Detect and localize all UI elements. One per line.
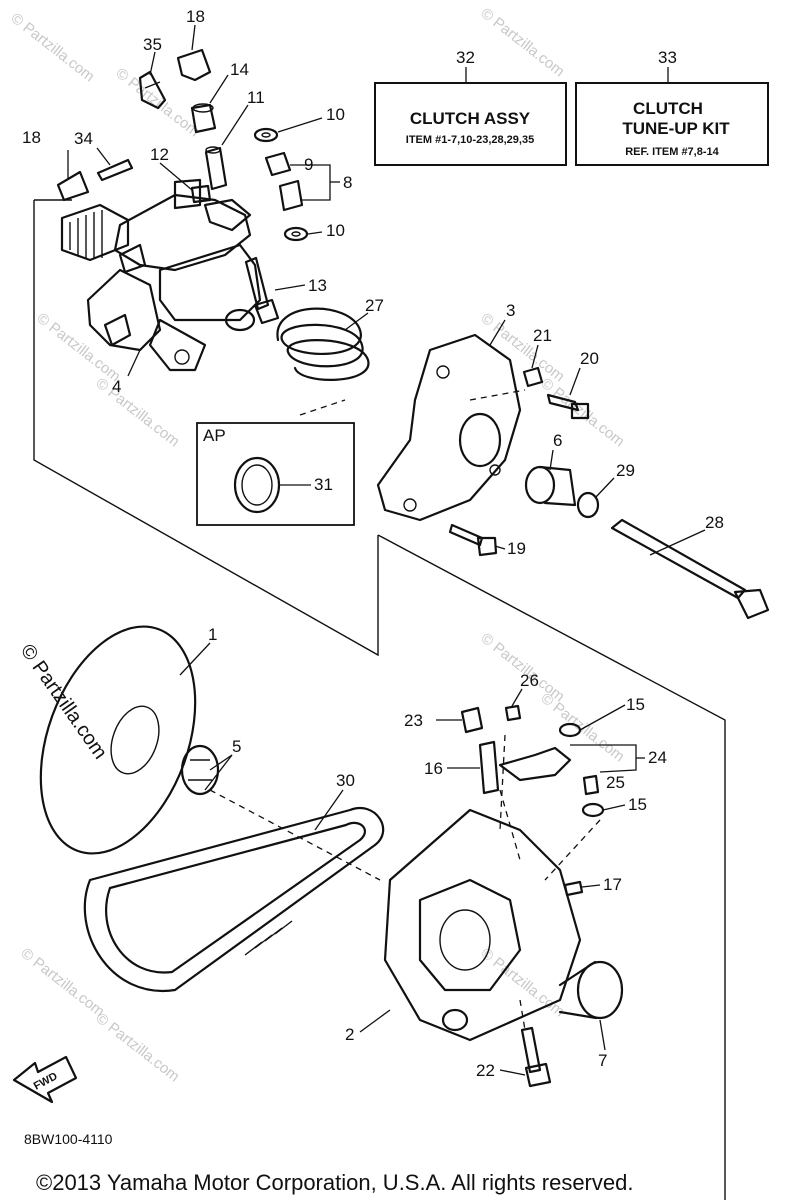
callout-1: 1 xyxy=(208,625,217,644)
callout-3: 3 xyxy=(506,301,515,320)
callout-9: 9 xyxy=(304,155,313,174)
callout-27: 27 xyxy=(365,296,384,315)
tune-up-kit-title-line-2: TUNE-UP KIT xyxy=(622,119,730,138)
watermark: © Partzilla.com xyxy=(93,375,183,451)
watermark: © Partzilla.com xyxy=(113,65,203,141)
fwd-arrow-icon: FWD xyxy=(12,1055,78,1104)
part-19-bolt xyxy=(448,523,498,557)
callout-34: 34 xyxy=(74,129,93,148)
callout-18: 18 xyxy=(22,128,41,147)
part-13-bolt xyxy=(244,256,280,325)
watermark-layer: © Partzilla.com © Partzilla.com © Partzi… xyxy=(8,5,628,1086)
callout-23: 23 xyxy=(404,711,423,730)
part-spider-assembly xyxy=(60,178,262,372)
main-watermark: © Partzilla.com xyxy=(16,640,111,763)
part-28-bolt xyxy=(610,518,770,620)
callout-17: 17 xyxy=(603,875,622,894)
part-11-pin xyxy=(204,146,228,191)
clutch-assy-box: 32 CLUTCH ASSY ITEM #1-7,10-23,28,29,35 xyxy=(374,48,567,166)
clutch-tune-up-kit-box: 33 CLUTCH TUNE-UP KIT REF. ITEM #7,8-14 xyxy=(575,48,769,166)
clutch-assy-items: ITEM #1-7,10-23,28,29,35 xyxy=(406,134,534,146)
callout-32: 32 xyxy=(456,48,475,67)
part-27-spring xyxy=(276,307,370,381)
part-22-bolt xyxy=(520,1026,552,1088)
callout-10: 10 xyxy=(326,221,345,240)
part-14 xyxy=(190,103,217,134)
callout-labels: 18 35 14 11 10 9 8 10 18 34 12 13 27 4 3… xyxy=(22,7,724,1080)
clutch-assy-title: CLUTCH ASSY xyxy=(410,109,531,128)
callout-26: 26 xyxy=(520,671,539,690)
part-10-9-8 xyxy=(253,127,309,242)
part-2-housing xyxy=(383,808,582,1042)
callout-28: 28 xyxy=(705,513,724,532)
callout-7: 7 xyxy=(598,1051,607,1070)
callout-15: 15 xyxy=(626,695,645,714)
callout-8: 8 xyxy=(343,173,352,192)
callout-33: 33 xyxy=(658,48,677,67)
watermark: © Partzilla.com xyxy=(478,5,568,81)
callout-24: 24 xyxy=(648,748,667,767)
part-34-18-left xyxy=(56,158,134,202)
part-16-pin xyxy=(478,740,500,795)
ap-label: AP xyxy=(203,426,226,445)
leader-lines xyxy=(67,24,706,1076)
callout-20: 20 xyxy=(580,349,599,368)
callout-30: 30 xyxy=(336,771,355,790)
copyright-notice: ©2013 Yamaha Motor Corporation, U.S.A. A… xyxy=(36,1170,634,1195)
watermark: © Partzilla.com xyxy=(8,10,98,86)
watermark: © Partzilla.com xyxy=(93,1010,183,1086)
part-30-belt xyxy=(83,807,385,993)
callout-22: 22 xyxy=(476,1061,495,1080)
callout-6: 6 xyxy=(553,431,562,450)
watermark: © Partzilla.com xyxy=(538,690,628,766)
callout-21: 21 xyxy=(533,326,552,345)
part-21-20 xyxy=(522,366,590,420)
callout-19: 19 xyxy=(507,539,526,558)
callout-14: 14 xyxy=(230,60,249,79)
tune-up-kit-title-line-1: CLUTCH xyxy=(633,99,703,118)
callout-5: 5 xyxy=(232,737,241,756)
part-3-cover xyxy=(376,333,522,522)
callout-16: 16 xyxy=(424,759,443,778)
part-12 xyxy=(190,184,212,204)
callout-10: 10 xyxy=(326,105,345,124)
watermark: © Partzilla.com xyxy=(34,310,124,386)
assembly-dash-lines xyxy=(209,389,601,1031)
callout-29: 29 xyxy=(616,461,635,480)
part-6-29 xyxy=(524,465,600,519)
callout-25: 25 xyxy=(606,773,625,792)
watermark: © Partzilla.com xyxy=(478,945,568,1021)
callout-18: 18 xyxy=(186,7,205,26)
part-5 xyxy=(180,744,220,796)
part-7-roller xyxy=(558,960,624,1020)
callout-2: 2 xyxy=(345,1025,354,1044)
diagram-code: 8BW100-4110 xyxy=(24,1131,113,1147)
part-weight-18-35 xyxy=(138,48,212,110)
callout-4: 4 xyxy=(112,377,121,396)
callout-35: 35 xyxy=(143,35,162,54)
callout-12: 12 xyxy=(150,145,169,164)
part-23-26 xyxy=(460,704,522,734)
callout-31: 31 xyxy=(314,475,333,494)
part-1-sheave xyxy=(39,625,197,855)
ap-box: AP xyxy=(196,422,355,526)
callout-13: 13 xyxy=(308,276,327,295)
callout-11: 11 xyxy=(247,88,265,107)
watermark: © Partzilla.com xyxy=(18,945,108,1021)
tune-up-kit-items: REF. ITEM #7,8-14 xyxy=(625,146,719,158)
part-17 xyxy=(563,880,584,897)
callout-15: 15 xyxy=(628,795,647,814)
watermark: © Partzilla.com xyxy=(538,375,628,451)
